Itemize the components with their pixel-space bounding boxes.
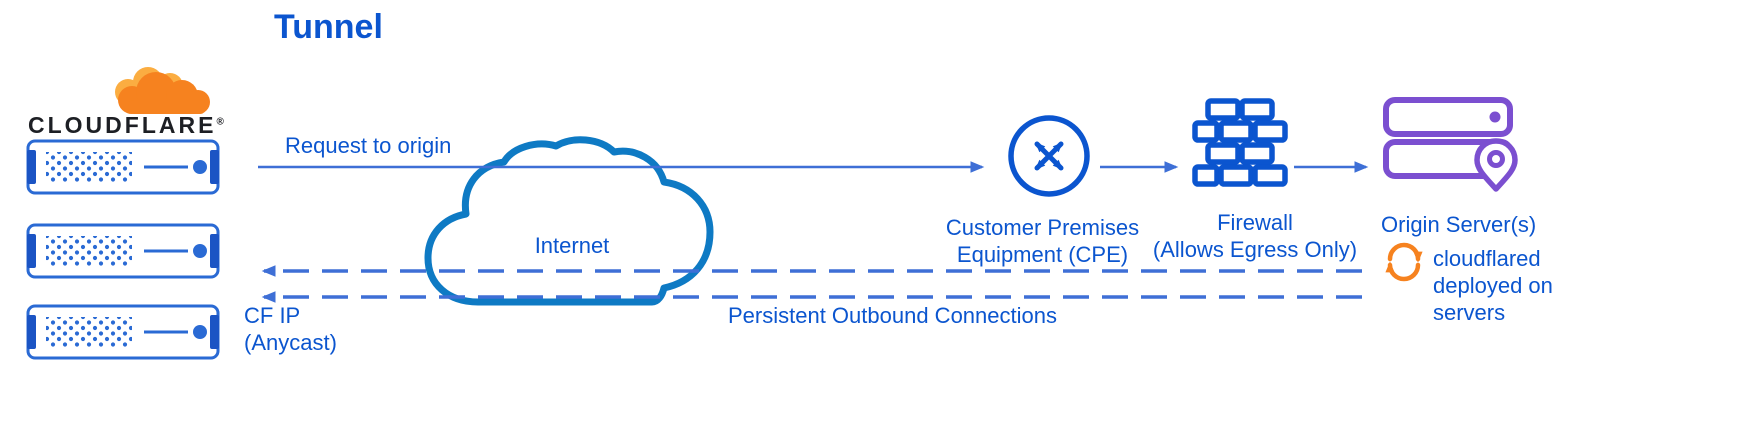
cloudflared-sync-icon — [1385, 242, 1423, 282]
server-right-tab — [210, 234, 219, 268]
server-left-tab — [27, 150, 36, 184]
server-left-tab — [27, 234, 36, 268]
firewall-icon — [1192, 98, 1288, 187]
diagram-title: Tunnel — [274, 8, 383, 46]
cloudflare-wordmark: CLOUDFLARE® — [28, 112, 224, 139]
registered-mark: ® — [216, 116, 224, 128]
firewall-label: Firewall (Allows Egress Only) — [1152, 210, 1358, 262]
server-led — [193, 325, 207, 339]
cloudflared-label: cloudflared deployed on servers — [1433, 246, 1553, 325]
persistent-connections-label: Persistent Outbound Connections — [728, 303, 1057, 328]
cloudflare-brand-text: CLOUDFLARE — [28, 112, 217, 138]
cpe-label: Customer Premises Equipment (CPE) — [945, 215, 1140, 267]
server-right-tab — [210, 315, 219, 349]
edge-server-icon — [26, 139, 220, 195]
server-dots — [46, 317, 132, 347]
cloudflare-cloud-icon — [115, 67, 210, 114]
server-dots — [46, 152, 132, 182]
origin-label: Origin Server(s) — [1381, 212, 1537, 237]
cpe-icon — [1008, 115, 1090, 197]
server-dots — [46, 236, 132, 266]
server-led — [193, 160, 207, 174]
edge-server-icon — [26, 304, 220, 360]
cloudflare-cloud-main — [118, 72, 210, 114]
origin-server-icon — [1383, 97, 1518, 192]
request-label: Request to origin — [285, 133, 452, 158]
server-led — [193, 244, 207, 258]
internet-cloud-icon — [424, 136, 714, 306]
server-left-tab — [27, 315, 36, 349]
location-pin-icon — [1474, 138, 1518, 192]
cf-ip-label: CF IP (Anycast) — [244, 303, 337, 355]
server-right-tab — [210, 150, 219, 184]
internet-label: Internet — [534, 233, 610, 258]
edge-server-icon — [26, 223, 220, 279]
